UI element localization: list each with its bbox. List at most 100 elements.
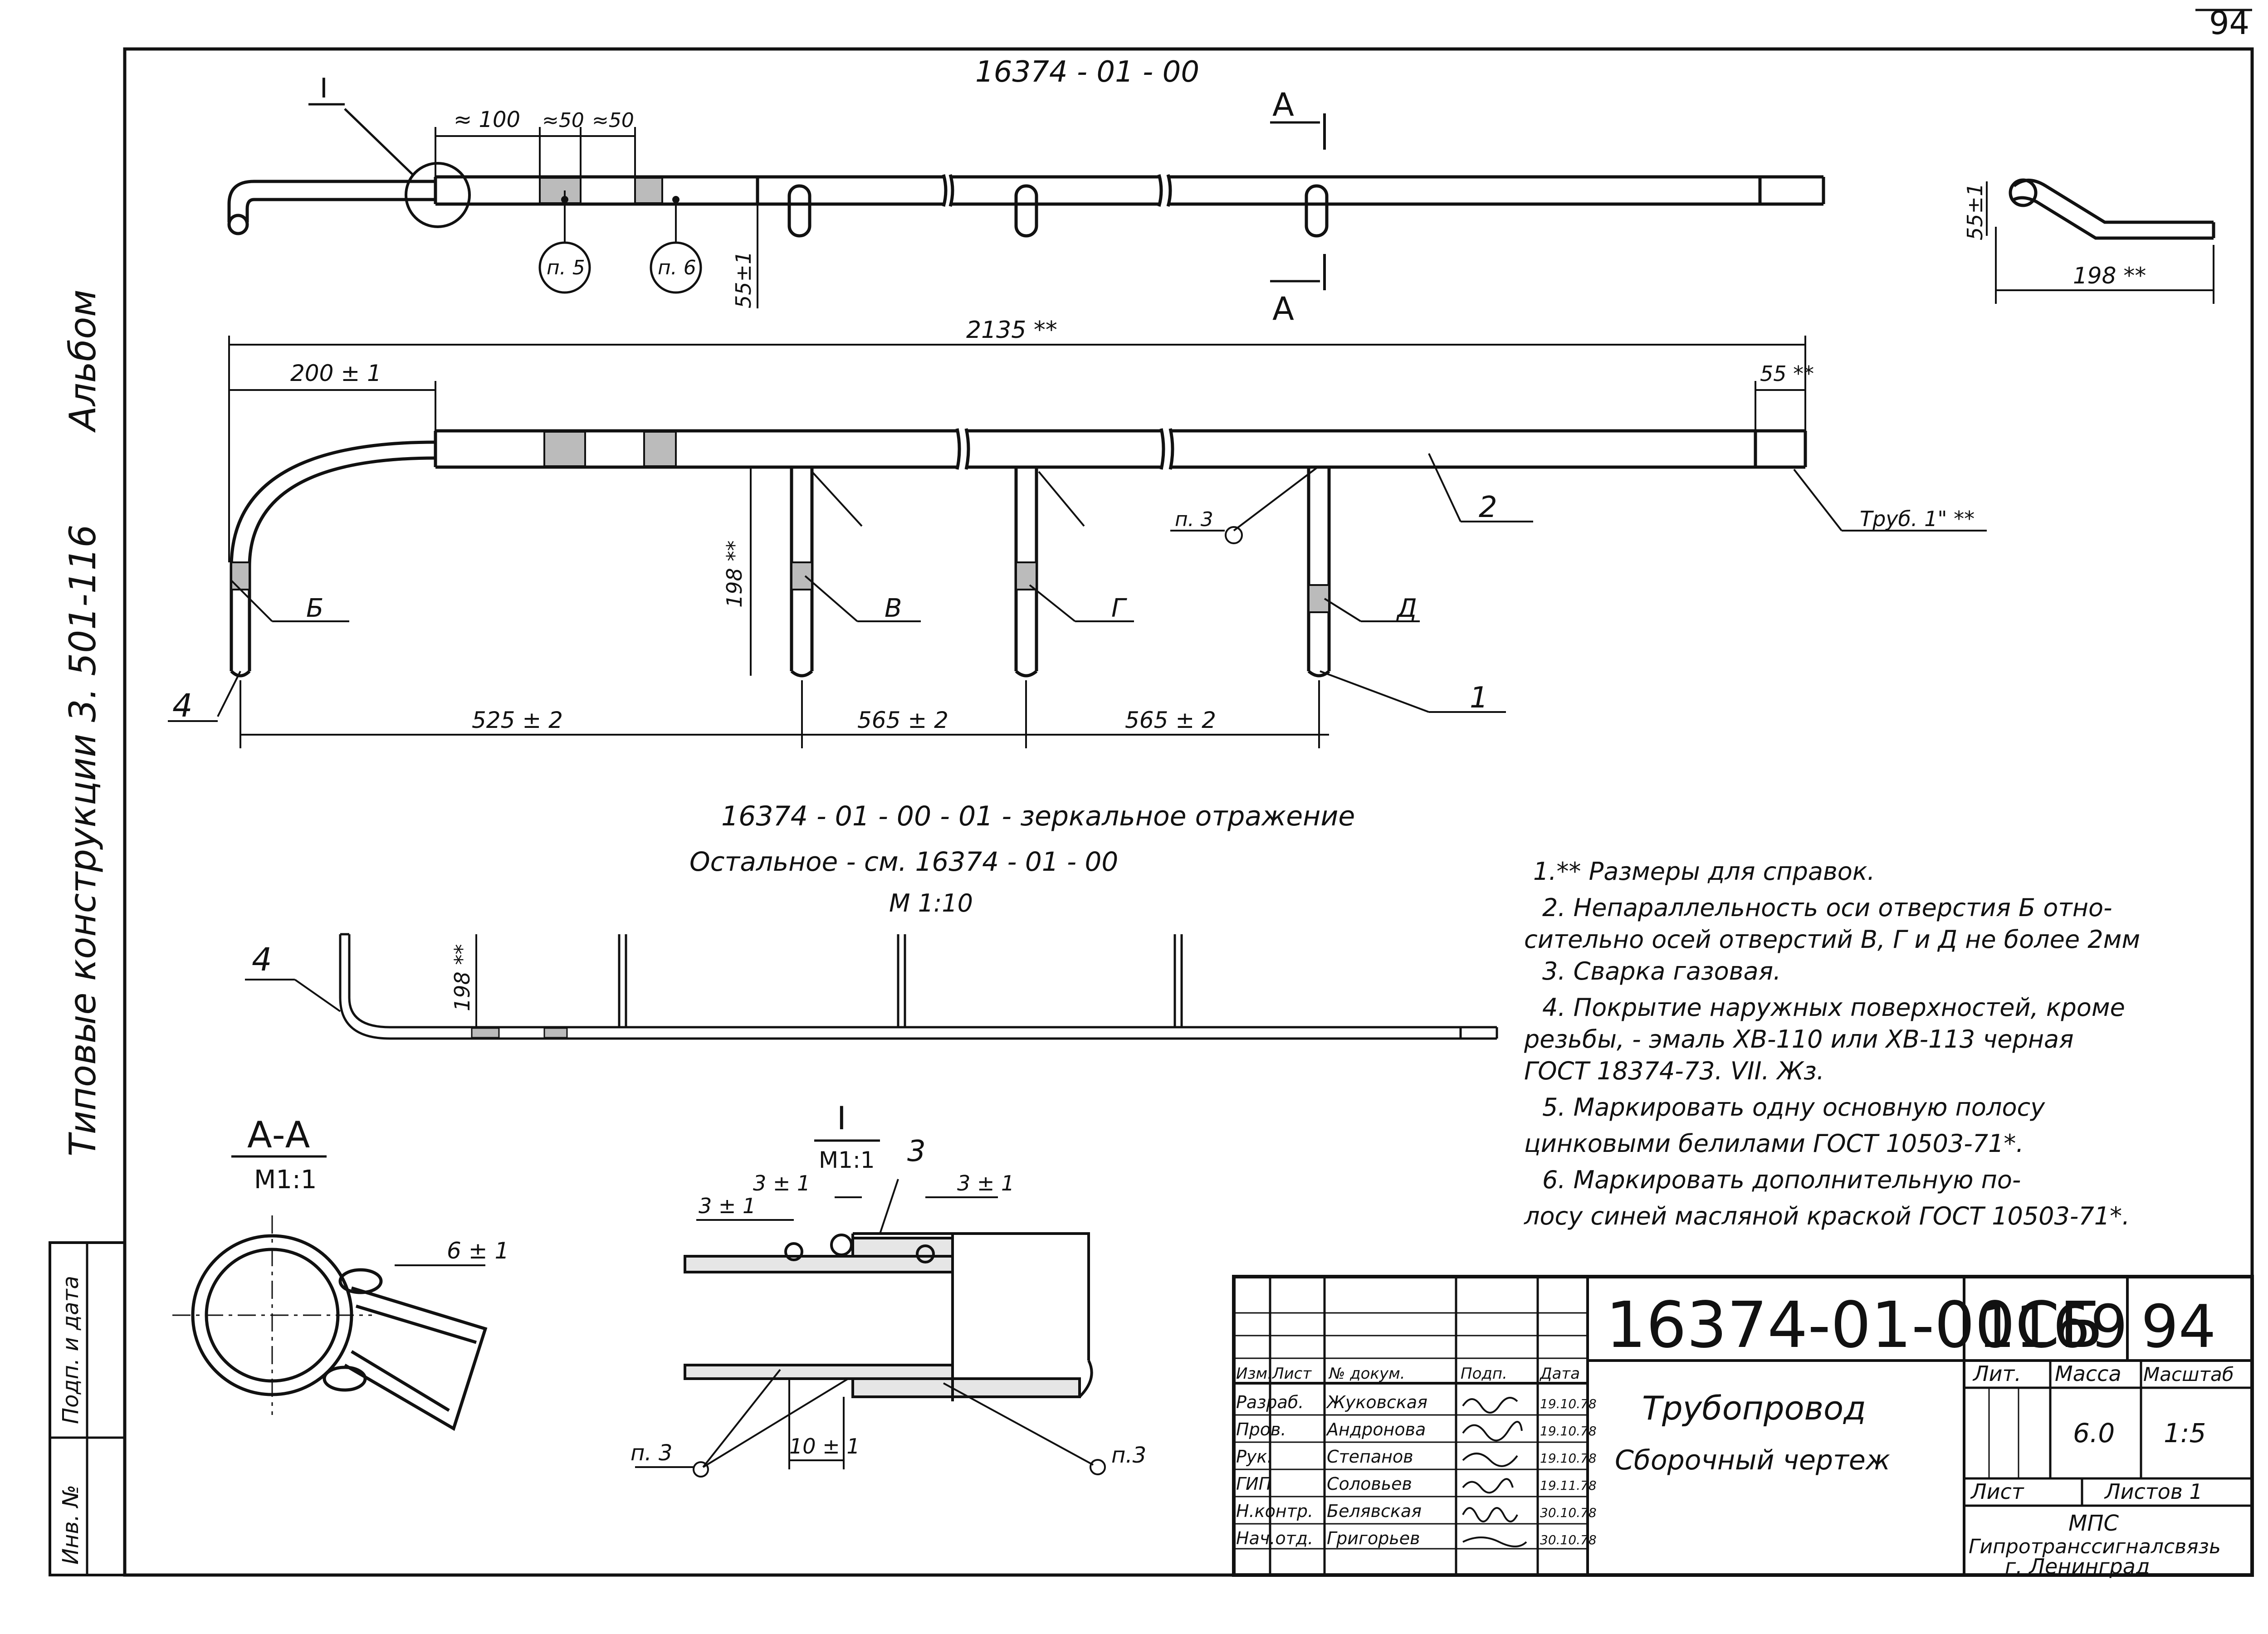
title-block (1232, 1275, 2254, 1577)
drawing-name: Трубопровод (1642, 1389, 1866, 1427)
dim-3c: 3 ± 1 (957, 1171, 1014, 1195)
dim-approx-50b: ≈50 (592, 109, 634, 132)
col-lit: Лит. (1972, 1361, 2021, 1386)
side-album-label: Альбом (62, 289, 104, 433)
sheet-label: Лист (1970, 1479, 2024, 1504)
row-name: Белявская (1327, 1501, 1422, 1521)
weld-B: Б (306, 594, 323, 623)
notes: 1.** Размеры для справок. 2. Непараллель… (1524, 857, 2140, 1230)
weld-D: Д (1396, 594, 1417, 623)
mirror-dim-198: 198 ** (450, 944, 474, 1011)
plan-view-pipe (230, 428, 1807, 678)
note-line: цинковыми белилами ГОСТ 10503-71*. (1524, 1129, 2024, 1158)
pos-4: 4 (172, 687, 193, 724)
detail-p3-right: п.3 (1111, 1443, 1146, 1468)
dim-55-plan: 55 ** (1760, 361, 1814, 386)
dim-3a: 3 ± 1 (699, 1194, 756, 1218)
pos-2: 2 (1479, 491, 1497, 524)
note-line: резьбы, - эмаль ХВ-110 или ХВ-113 черная (1524, 1025, 2074, 1054)
row-date: 19.10.78 (1540, 1396, 1597, 1411)
detail-I-pos-3: 3 (907, 1135, 926, 1168)
end-view-dim-55: 55±1 (1963, 183, 1987, 240)
detail-I-circle (405, 162, 471, 228)
dim-525: 525 ± 2 (472, 707, 563, 733)
detail-p3-left: п. 3 (631, 1440, 672, 1466)
end-view-pipe (2009, 178, 2215, 240)
row-date: 19.11.78 (1540, 1478, 1597, 1493)
section-AA-scale: М1:1 (254, 1165, 317, 1195)
row-date: 30.10.78 (1540, 1532, 1597, 1547)
note-line: 1.** Размеры для справок. (1533, 857, 1875, 886)
note-line: лосу синей масляной краской ГОСТ 10503-7… (1524, 1202, 2130, 1230)
row-role: Пров. (1236, 1419, 1286, 1439)
mirror-scale: М 1:10 (889, 889, 973, 917)
note-line: 2. Непараллельность оси отверстия Б отно… (1542, 893, 2112, 922)
weld-V: В (885, 594, 902, 623)
col-scale: Масштаб (2143, 1363, 2234, 1385)
marker-bands-top (539, 177, 663, 204)
corner-page-number: 94 (2209, 5, 2249, 42)
end-view-dim-198: 198 ** (2073, 263, 2146, 289)
side-series-label: Типовые конструкции 3. 501-116 (62, 524, 104, 1156)
signature-header: Изм. Лист № докум. Подп. Дата (1236, 1365, 1580, 1383)
row-date: 19.10.78 (1540, 1451, 1597, 1466)
note-line: 5. Маркировать одну основную полосу (1542, 1093, 2045, 1122)
dim-approx-50a: ≈50 (542, 109, 584, 132)
row-name: Жуковская (1326, 1392, 1427, 1412)
drawing-type: Сборочный чертеж (1615, 1444, 1890, 1476)
sheet-code: 1169 (1978, 1292, 2128, 1361)
marker-bands-plan (230, 431, 1330, 613)
org-1: МПС (2068, 1511, 2119, 1536)
sheet-frame (123, 47, 2254, 1577)
hdr: № докум. (1328, 1365, 1405, 1383)
signatures (1462, 1397, 1527, 1547)
row-role: Н.контр. (1236, 1501, 1313, 1521)
row-role: Рук. (1236, 1447, 1272, 1467)
hdr: Подп. (1461, 1365, 1507, 1383)
pipe-size-label: Труб. 1" ** (1860, 507, 1975, 531)
callout-p5: п. 5 (547, 256, 585, 279)
mirror-pipe (339, 933, 1498, 1040)
weld-G: Г (1111, 594, 1127, 623)
hdr: Дата (1539, 1365, 1580, 1383)
hdr: Изм. (1236, 1365, 1272, 1383)
detail-I-drawing (684, 1232, 1093, 1401)
row-role: ГИП (1236, 1474, 1271, 1494)
mirror-title: 16374 - 01 - 00 - 01 - зеркальное отраже… (721, 800, 1355, 832)
row-date: 30.10.78 (1540, 1505, 1597, 1520)
row-role: Разраб. (1236, 1392, 1304, 1412)
row-name: Андронова (1325, 1419, 1426, 1439)
margin-inv-label: Инв. № (58, 1485, 83, 1565)
dim-6: 6 ± 1 (447, 1238, 509, 1264)
mirror-subtitle: Остальное - см. 16374 - 01 - 00 (689, 846, 1118, 877)
section-A-bottom: А (1272, 290, 1294, 327)
callout-p6: п. 6 (658, 256, 696, 279)
detail-I-title: I (837, 1100, 846, 1137)
hdr: Лист (1271, 1365, 1312, 1383)
section-A-top: А (1272, 86, 1294, 123)
dim-approx-100: ≈ 100 (454, 107, 520, 132)
dim-198-plan: 198 ** (722, 541, 747, 608)
sheet-page: 94 (2141, 1292, 2216, 1361)
note-line: сительно осей отверстий В, Г и Д не боле… (1524, 925, 2140, 954)
section-AA-drawing (172, 1215, 488, 1431)
note-line: ГОСТ 18374-73. VII. Жз. (1524, 1057, 1824, 1085)
row-date: 19.10.78 (1540, 1424, 1597, 1439)
dim-55-side: 55±1 (731, 251, 756, 308)
mass-value: 6.0 (2073, 1418, 2115, 1449)
row-name: Григорьев (1327, 1528, 1420, 1548)
dim-565b: 565 ± 2 (1125, 707, 1216, 733)
note-line: 6. Маркировать дополнительную по- (1542, 1166, 2021, 1194)
sheets-label: Листов 1 (2104, 1479, 2203, 1504)
signature-rows: Разраб. Жуковская 19.10.78 Пров. Андроно… (1236, 1392, 1597, 1548)
detail-I-mark: I (320, 73, 328, 104)
mirror-pos-4: 4 (252, 941, 272, 978)
note-line: 4. Покрытие наружных поверхностей, кроме (1542, 993, 2125, 1022)
main-view-pipe (227, 174, 1825, 238)
doc-number: 16374-01-00СБ (1606, 1288, 2103, 1362)
row-name: Соловьев (1327, 1474, 1412, 1494)
dim-overall: 2135 ** (966, 317, 1057, 344)
row-name: Степанов (1327, 1447, 1413, 1467)
scale-value: 1:5 (2164, 1418, 2206, 1449)
